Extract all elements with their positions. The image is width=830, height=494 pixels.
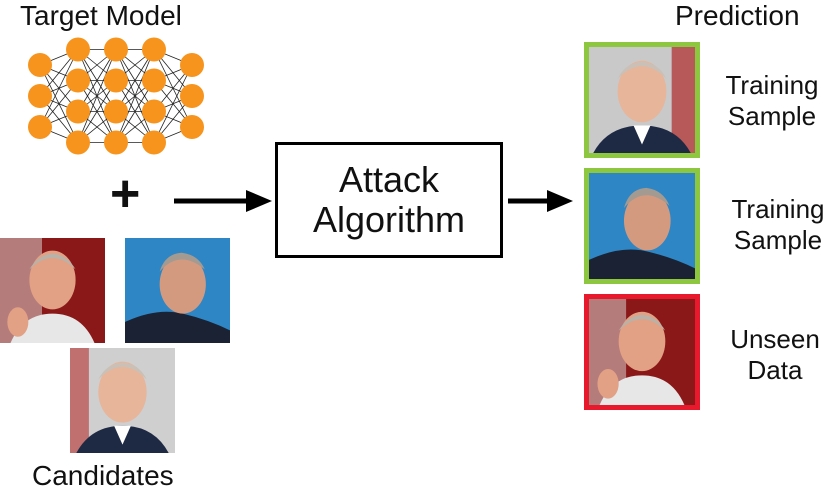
prediction-frame-3 (584, 294, 700, 410)
attack-box-line1: Attack (338, 159, 440, 200)
network-node (66, 37, 90, 62)
plus-sign: + (110, 165, 141, 223)
network-edge (77, 49, 117, 143)
network-connections (39, 49, 193, 143)
prediction-label-2: Training Sample (718, 194, 830, 256)
prediction-label-1-line2: Sample (727, 101, 817, 131)
network-node (142, 130, 166, 155)
network-edge (115, 80, 155, 143)
output-arrow (508, 190, 573, 212)
prediction-label-2-line1: Training (731, 194, 825, 224)
prediction-frame-1 (584, 42, 700, 158)
network-edge (153, 64, 193, 143)
candidates-title: Candidates (32, 460, 174, 491)
prediction-label-2-line2: Sample (733, 225, 823, 255)
network-edge (115, 49, 155, 112)
candidate-photo-1 (0, 238, 105, 343)
network-node (180, 115, 204, 139)
target-model-title: Target Model (20, 0, 182, 31)
prediction-label-3-line2: Data (747, 355, 803, 385)
attack-algorithm-box: Attack Algorithm (275, 142, 503, 258)
prediction-label-3: Unseen Data (720, 324, 830, 386)
network-node (142, 68, 166, 93)
network-edge (77, 49, 117, 112)
attack-box-line2: Algorithm (312, 199, 466, 240)
network-node (104, 68, 128, 93)
network-node (66, 99, 90, 124)
network-node (180, 53, 204, 77)
prediction-label-1-line1: Training (725, 70, 819, 100)
candidate-photo-2 (125, 238, 230, 343)
network-node (142, 37, 166, 62)
network-node (66, 68, 90, 93)
candidate-photo-3 (70, 348, 175, 453)
neural-network-diagram (28, 37, 204, 155)
network-edge (115, 49, 155, 143)
prediction-label-3-line1: Unseen (730, 324, 820, 354)
network-node (180, 84, 204, 108)
network-node (66, 130, 90, 155)
prediction-title: Prediction (675, 0, 800, 31)
network-node (104, 37, 128, 62)
network-node (142, 99, 166, 124)
network-node (28, 115, 52, 139)
network-node (104, 130, 128, 155)
network-node (104, 99, 128, 124)
input-arrow (174, 190, 272, 212)
network-node (28, 84, 52, 108)
network-edge (77, 80, 117, 143)
network-nodes (28, 37, 204, 155)
network-node (28, 53, 52, 77)
prediction-label-1: Training Sample (712, 70, 830, 132)
network-edge (39, 49, 79, 128)
prediction-frame-2 (584, 168, 700, 284)
